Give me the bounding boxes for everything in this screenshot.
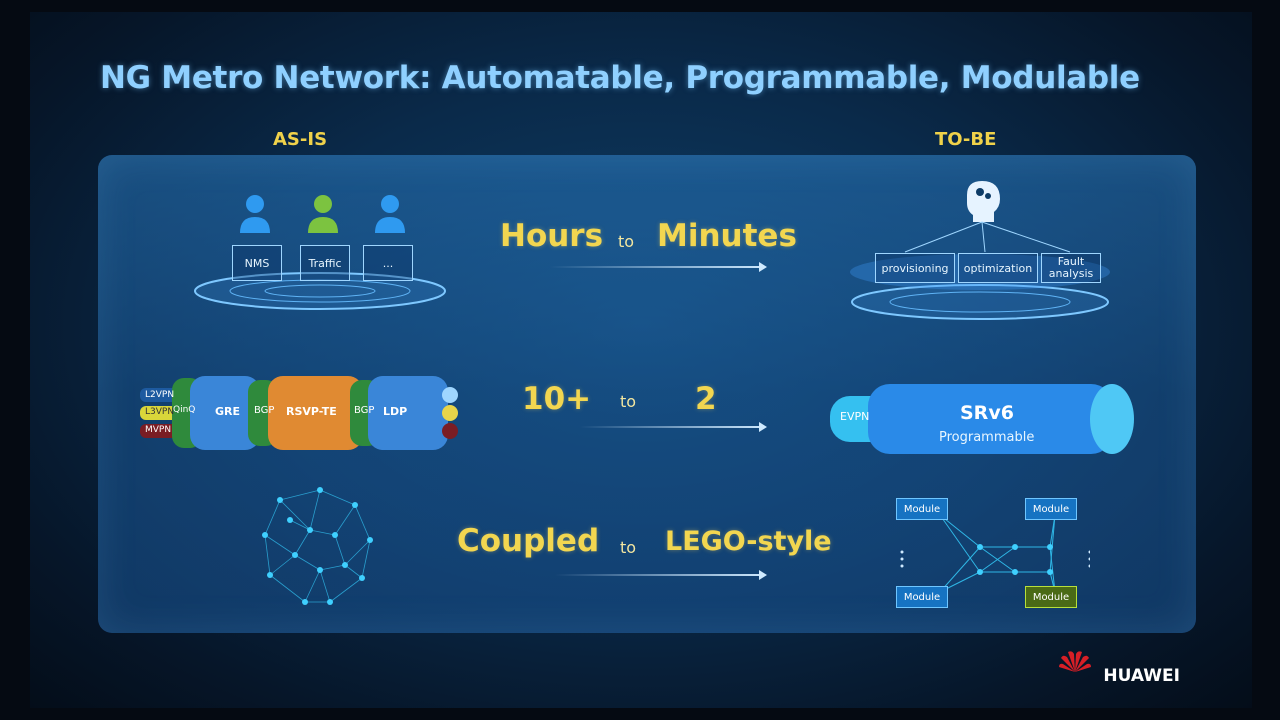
l2vpn-label: L2VPN	[145, 390, 175, 400]
minutes-label: Minutes	[657, 218, 797, 254]
huawei-brand-text: HUAWEI	[1103, 666, 1180, 686]
slide-title: NG Metro Network: Automatable, Programma…	[100, 60, 1140, 96]
provisioning-box: provisioning	[875, 253, 955, 283]
more-box: ...	[363, 245, 413, 281]
to-label-3: to	[620, 538, 637, 557]
user-icon	[240, 195, 270, 233]
slide-screen: NG Metro Network: Automatable, Programma…	[30, 12, 1252, 708]
l3vpn-label: L3VPN	[145, 407, 175, 417]
coupled-mesh-network-icon	[262, 487, 373, 605]
as-is-management-illustration	[194, 195, 446, 310]
bgp-label-2: BGP	[354, 405, 375, 416]
rsvp-te-label: RSVP-TE	[286, 405, 337, 418]
traffic-box: Traffic	[300, 245, 350, 281]
to-be-automation-illustration	[850, 181, 1110, 320]
as-is-heading: AS-IS	[273, 129, 328, 150]
brain-head-icon	[967, 181, 1000, 222]
evpn-label: EVPN	[840, 410, 870, 423]
lego-style-label: LEGO-style	[665, 526, 832, 557]
module-box-bottom-right: Module	[1025, 586, 1077, 608]
huawei-logo-icon	[1059, 651, 1091, 672]
coupled-label: Coupled	[457, 523, 600, 559]
srv6-programmable-label: Programmable	[939, 430, 1035, 445]
module-interconnect	[900, 514, 1090, 593]
to-be-heading: TO-BE	[935, 129, 997, 150]
hours-label: Hours	[500, 218, 604, 254]
arrow-3	[555, 570, 767, 580]
module-box-top-right: Module	[1025, 498, 1077, 520]
qinq-label: QinQ	[173, 405, 196, 415]
to-label-1: to	[618, 232, 635, 251]
ten-plus-label: 10+	[522, 381, 592, 417]
mvpn-label: MVPN	[145, 425, 172, 435]
module-box-bottom-left: Module	[896, 586, 948, 608]
srv6-tube	[830, 384, 1134, 454]
user-icon	[308, 195, 338, 233]
optimization-box: optimization	[958, 253, 1038, 283]
to-label-2: to	[620, 392, 637, 411]
fault-analysis-box: Fault analysis	[1041, 253, 1101, 283]
bgp-label-1: BGP	[254, 405, 275, 416]
arrow-2	[580, 422, 767, 432]
as-is-protocol-stack	[140, 376, 458, 450]
ldp-label: LDP	[383, 405, 408, 418]
user-icon	[375, 195, 405, 233]
srv6-label: SRv6	[960, 402, 1014, 424]
arrow-1	[550, 262, 767, 272]
gre-label: GRE	[215, 405, 241, 418]
two-label: 2	[695, 381, 717, 417]
module-box-top-left: Module	[896, 498, 948, 520]
nms-box: NMS	[232, 245, 282, 281]
